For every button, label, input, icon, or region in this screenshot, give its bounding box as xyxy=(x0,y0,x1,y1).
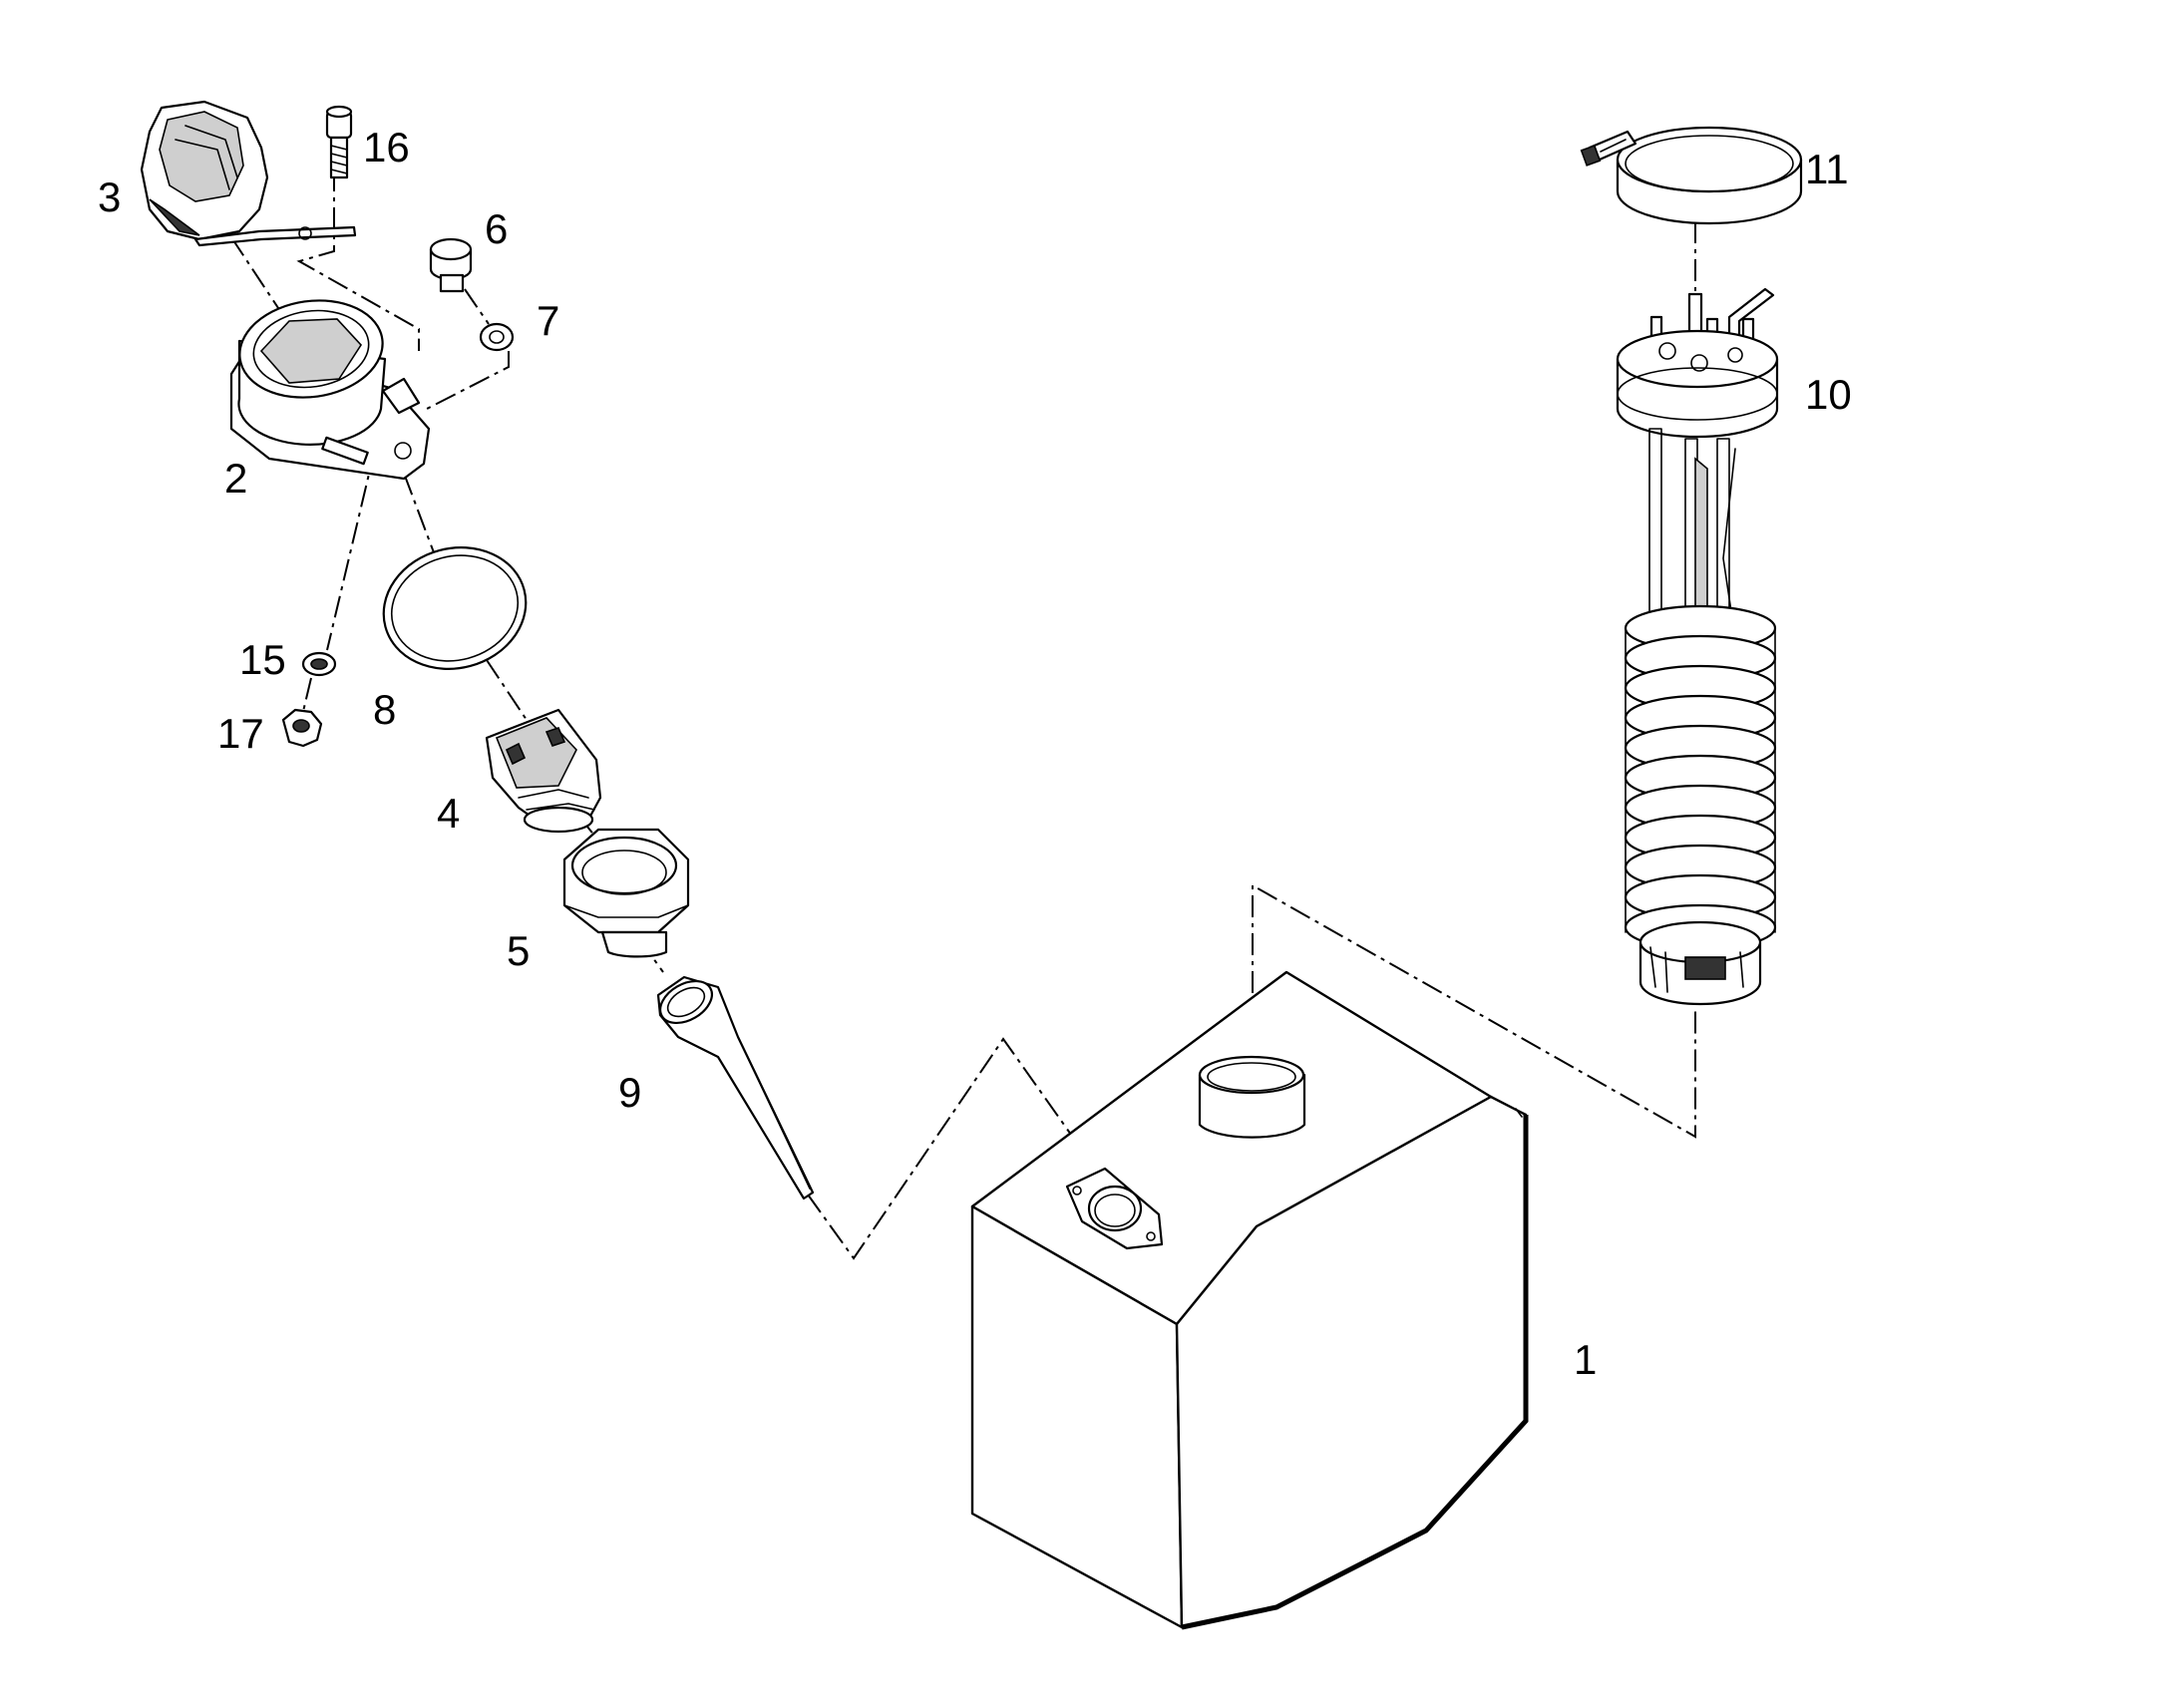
part-5-adapter-nut xyxy=(562,828,690,958)
callout-17: 17 xyxy=(217,710,264,757)
part-17-nut xyxy=(281,708,323,748)
callout-5: 5 xyxy=(507,927,530,974)
callout-3: 3 xyxy=(98,173,121,220)
part-9-filler-pipe xyxy=(656,975,815,1200)
tank-filler-neck xyxy=(1198,1055,1306,1139)
part-16-screw xyxy=(325,105,353,179)
part-15-washer xyxy=(301,651,337,677)
part-10-heater-element xyxy=(1616,287,1779,1006)
part-1-tank xyxy=(970,970,1529,1630)
leader-tank-neck-to-heater xyxy=(1252,883,1696,1139)
cap-tether-strap xyxy=(193,225,357,247)
callout-1: 1 xyxy=(1574,1336,1597,1383)
part-7-washer xyxy=(479,322,515,352)
callout-9: 9 xyxy=(618,1069,641,1116)
leader-cap-to-neck xyxy=(230,236,285,318)
callout-7: 7 xyxy=(537,297,559,344)
callout-16: 16 xyxy=(363,124,410,171)
part-2-filler-neck xyxy=(229,299,431,481)
callout-2: 2 xyxy=(224,455,247,502)
callout-8: 8 xyxy=(373,686,396,733)
heater-coil xyxy=(1624,604,1777,951)
tank-rim-curve xyxy=(1515,1108,1523,1118)
leader-plug-6-to-washer-7 xyxy=(464,288,490,325)
leader-washer-15-to-nut-17 xyxy=(300,677,312,721)
callout-10: 10 xyxy=(1805,371,1852,418)
heater-tube-bent xyxy=(1727,287,1775,341)
leader-pipe-to-tank-flange xyxy=(807,1037,1116,1260)
leader-screw-16-bracket xyxy=(296,170,420,351)
leader-oring-to-valve xyxy=(486,659,528,721)
callout-6: 6 xyxy=(485,205,508,252)
part-11-hose-clamp xyxy=(1580,126,1803,225)
callout-15: 15 xyxy=(239,636,286,683)
part-8-o-ring xyxy=(382,546,528,670)
leader-neck-to-washer-15 xyxy=(326,448,376,651)
callout-4: 4 xyxy=(437,790,460,837)
callout-labels: 1 2 3 4 5 6 7 8 9 10 11 15 16 17 xyxy=(98,124,1852,1383)
leader-washer-7-to-neck xyxy=(426,351,510,410)
part-4-valve-insert xyxy=(485,708,602,834)
tank-right-edge xyxy=(1181,1115,1529,1630)
part-6-plug xyxy=(429,237,473,293)
callout-11: 11 xyxy=(1805,146,1849,192)
tank-flange xyxy=(1065,1167,1164,1250)
part-3-filler-cap xyxy=(140,100,357,247)
